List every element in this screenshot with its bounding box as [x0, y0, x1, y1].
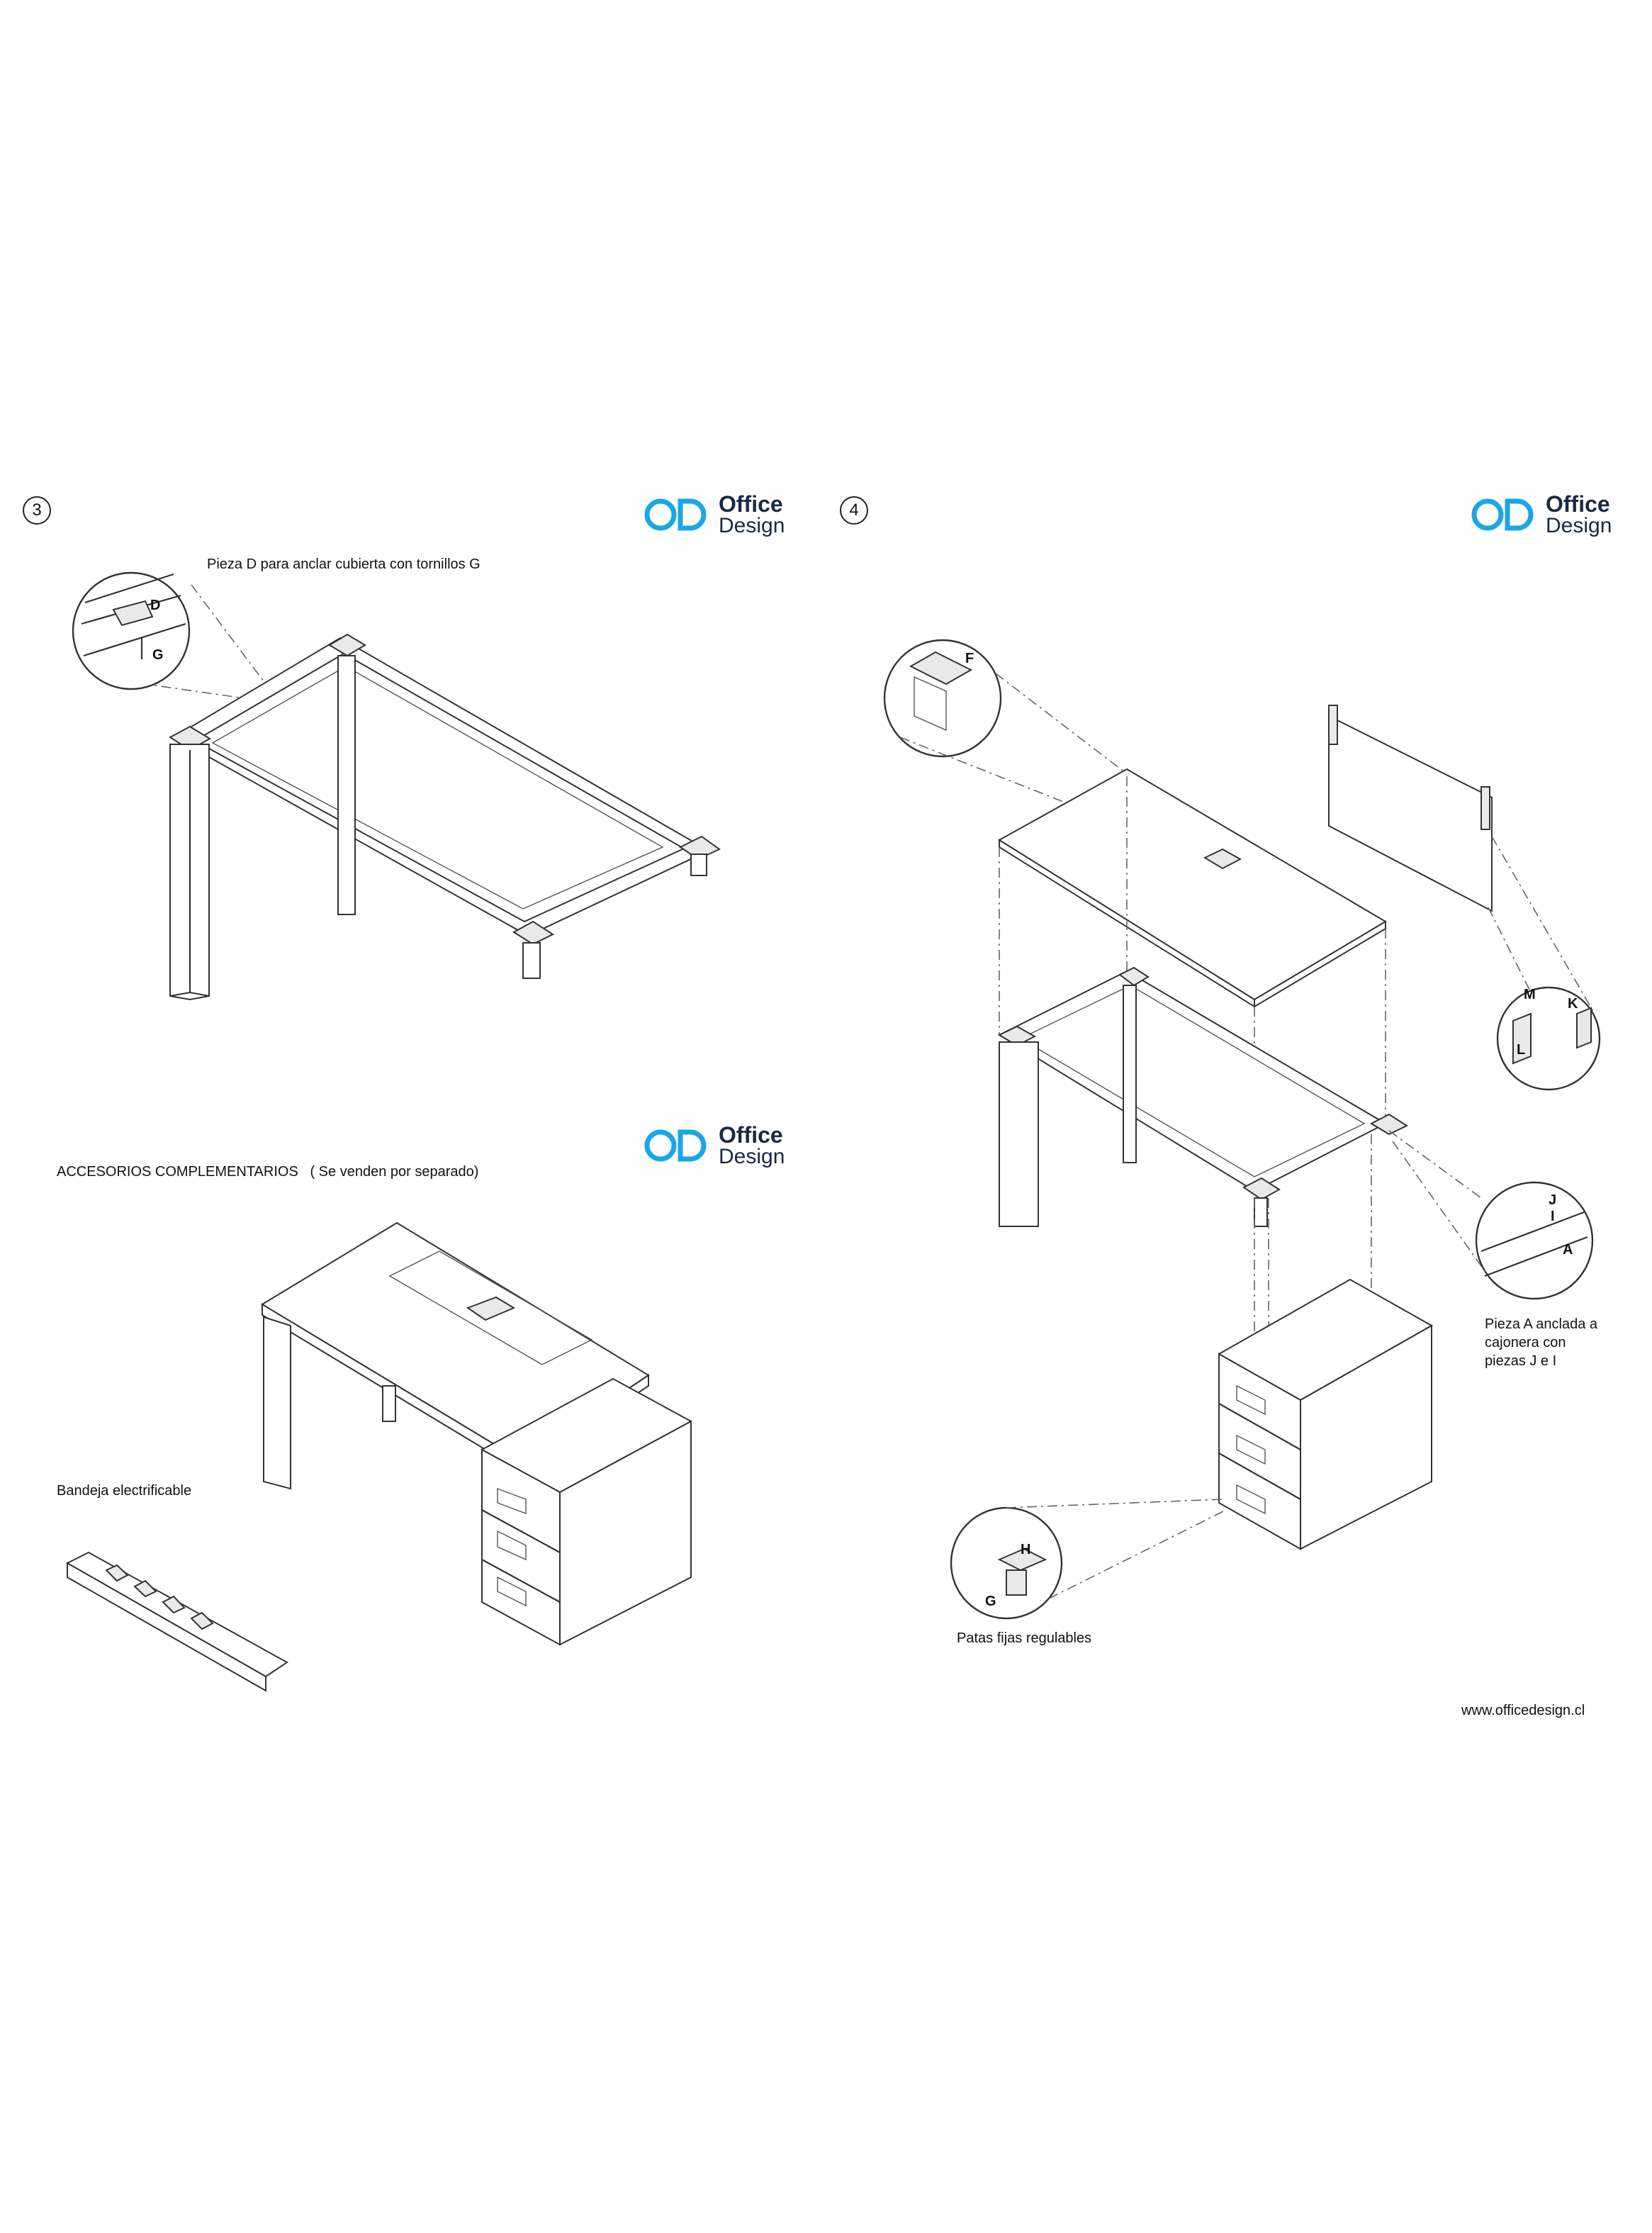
accessories-heading: ACCESORIOS COMPLEMENTARIOS ( Se venden p…: [57, 1164, 479, 1180]
brand-logo-accessories: Office Design: [644, 1124, 785, 1168]
logo-wordmark: Office Design: [719, 493, 785, 537]
logo-design-text: Design: [719, 1145, 785, 1168]
feet-label: Patas fijas regulables: [957, 1630, 1092, 1646]
logo-design-text: Design: [1546, 514, 1612, 537]
callout-m: M: [1524, 987, 1536, 1002]
logo-wordmark: Office Design: [1546, 493, 1612, 537]
logo-office-text: Office: [719, 1122, 783, 1148]
od-logo-icon: [644, 498, 707, 531]
step3-label: Pieza D para anclar cubierta con tornill…: [207, 556, 481, 572]
callout-k: K: [1568, 996, 1578, 1012]
footer-url[interactable]: www.officedesign.cl: [1461, 1703, 1585, 1718]
callout-j: J: [1549, 1192, 1557, 1208]
callout-g-step4: G: [985, 1594, 996, 1609]
step4-exploded-drawing: [883, 639, 1601, 1620]
callout-d: D: [150, 598, 161, 613]
tray-label: Bandeja electrificable: [57, 1483, 192, 1499]
step-4-number: 4: [840, 496, 868, 525]
callout-g-step3: G: [152, 647, 164, 663]
step-4-number-text: 4: [849, 500, 859, 520]
anchor-label: Pieza A anclada a cajonera con piezas J …: [1485, 1316, 1598, 1369]
logo-design-text: Design: [719, 514, 785, 537]
callout-f: F: [965, 651, 974, 666]
brand-logo-step4: Office Design: [1471, 493, 1612, 537]
callout-l: L: [1517, 1042, 1526, 1058]
logo-office-text: Office: [719, 491, 783, 517]
step3-desk-frame-drawing: [72, 571, 721, 1001]
callout-a: A: [1563, 1242, 1573, 1258]
step-3-number: 3: [23, 496, 51, 525]
brand-logo-step3: Office Design: [644, 493, 785, 537]
logo-wordmark: Office Design: [719, 1124, 785, 1168]
callout-h: H: [1021, 1542, 1031, 1557]
logo-office-text: Office: [1546, 491, 1610, 517]
od-logo-icon: [1471, 498, 1534, 531]
callout-i: I: [1551, 1209, 1555, 1224]
accessories-desk-drawing: [65, 1221, 693, 1692]
od-logo-icon: [644, 1129, 707, 1162]
step-3-number-text: 3: [32, 500, 42, 520]
